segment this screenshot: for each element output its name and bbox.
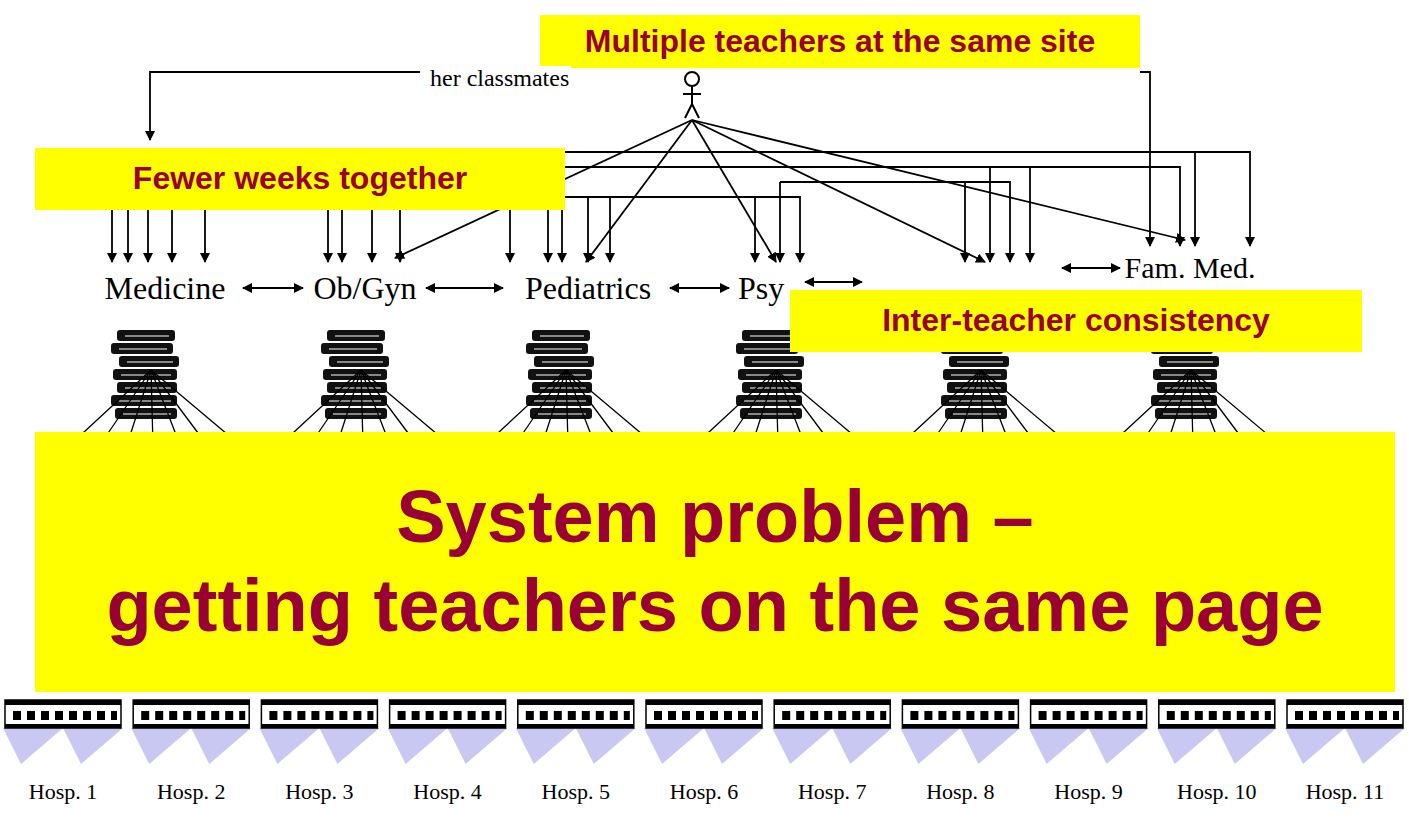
hospital-name: Hosp. 10: [1175, 780, 1258, 803]
callout-box: Inter-teacher consistency: [790, 290, 1362, 352]
callout-box: Multiple teachers at the same site: [540, 15, 1140, 68]
student-label: her classmates: [428, 66, 571, 91]
callout-text: Fewer weeks together: [133, 161, 467, 196]
hospital-name: Hosp. 7: [796, 780, 868, 803]
hospital-icon: [1029, 700, 1149, 764]
student-figure: [683, 72, 701, 118]
arrow-lines: [112, 72, 1250, 262]
hospital-icons: [3, 700, 1405, 764]
hospital-icon: [516, 700, 636, 764]
clerkship-name: Medicine: [103, 272, 228, 306]
book-stack: [70, 330, 240, 445]
callout-text: System problem – getting teachers on the…: [106, 473, 1323, 651]
hospital-icon: [900, 700, 1020, 764]
book-stack: [280, 330, 450, 445]
hospital-name: Hosp. 8: [924, 780, 996, 803]
hospital-name: Hosp. 11: [1304, 780, 1387, 803]
callout-box: Fewer weeks together: [35, 148, 565, 210]
hospital-name: Hosp. 6: [668, 780, 740, 803]
callout-text: Multiple teachers at the same site: [585, 24, 1095, 59]
hospital-name: Hosp. 2: [155, 780, 227, 803]
clerkship-name: Ob/Gyn: [311, 272, 418, 306]
hospital-icon: [1285, 700, 1405, 764]
clerkship-name: Psy: [736, 272, 786, 306]
hospital-name: Hosp. 4: [411, 780, 483, 803]
hospital-name: Hosp. 5: [540, 780, 612, 803]
hospital-name: Hosp. 1: [27, 780, 99, 803]
hospital-icon: [3, 700, 123, 764]
clerkship-name: Pediatrics: [523, 272, 653, 306]
callout-box: System problem – getting teachers on the…: [35, 432, 1395, 692]
hospital-icon: [131, 700, 251, 764]
clerkship-name: Fam. Med.: [1123, 252, 1258, 284]
hospital-icon: [388, 700, 508, 764]
callout-text: Inter-teacher consistency: [882, 303, 1270, 338]
hospital-name: Hosp. 3: [283, 780, 355, 803]
hospital-icon: [644, 700, 764, 764]
hospital-icon: [1157, 700, 1277, 764]
hospital-name: Hosp. 9: [1052, 780, 1124, 803]
hospital-icon: [259, 700, 379, 764]
hospital-icon: [772, 700, 892, 764]
book-stack: [485, 330, 655, 445]
